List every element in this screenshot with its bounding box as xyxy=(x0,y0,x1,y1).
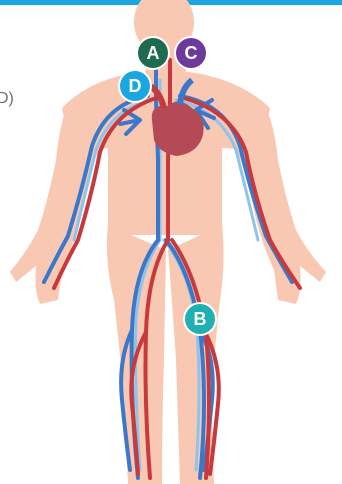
marker-c: C xyxy=(176,38,206,68)
marker-d: D xyxy=(120,71,150,101)
marker-a: A xyxy=(138,38,168,68)
marker-b: B xyxy=(185,304,215,334)
